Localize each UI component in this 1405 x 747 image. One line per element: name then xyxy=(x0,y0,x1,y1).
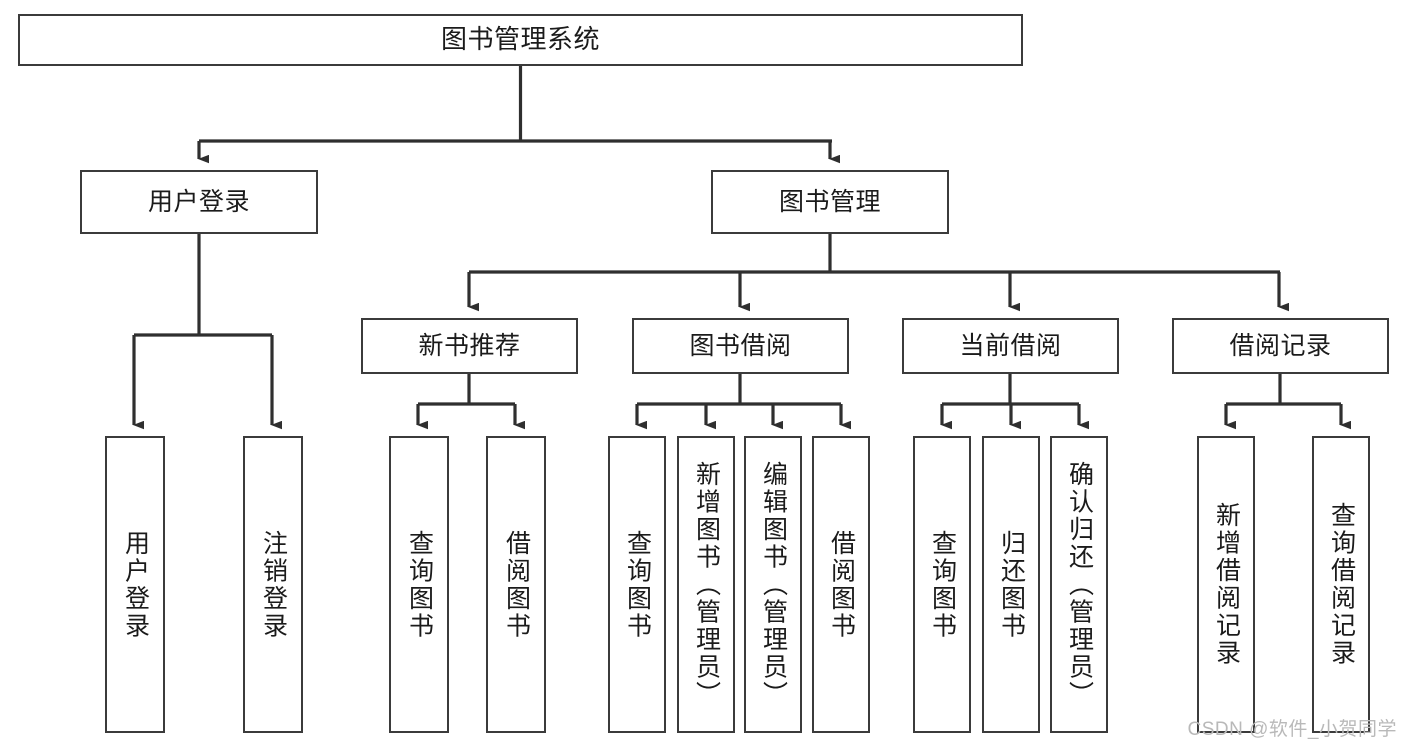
node-leaf-query-record[interactable]: 查询借阅记录 xyxy=(1312,436,1370,733)
node-leaf-confirm-return-label: 确认归还（管理员） xyxy=(1065,460,1094,709)
node-book-borrow[interactable]: 图书借阅 xyxy=(632,318,849,374)
node-leaf-borrow-book-1[interactable]: 借阅图书 xyxy=(486,436,546,733)
node-leaf-edit-book-label: 编辑图书（管理员） xyxy=(759,460,788,709)
node-book-manage-label: 图书管理 xyxy=(778,188,881,216)
node-leaf-borrow-book-2-label: 借阅图书 xyxy=(827,529,856,640)
node-leaf-query-book-3[interactable]: 查询图书 xyxy=(913,436,971,733)
node-leaf-add-record[interactable]: 新增借阅记录 xyxy=(1197,436,1255,733)
node-leaf-user-logout[interactable]: 注销登录 xyxy=(243,436,303,733)
node-leaf-user-logout-label: 注销登录 xyxy=(259,529,288,640)
node-borrow-record-label: 借阅记录 xyxy=(1229,332,1332,360)
node-leaf-query-book-2-label: 查询图书 xyxy=(623,529,652,640)
node-leaf-confirm-return[interactable]: 确认归还（管理员） xyxy=(1050,436,1108,733)
node-leaf-borrow-book-2[interactable]: 借阅图书 xyxy=(812,436,870,733)
node-user-login[interactable]: 用户登录 xyxy=(80,170,318,234)
node-current-borrow[interactable]: 当前借阅 xyxy=(902,318,1119,374)
node-leaf-user-login-label: 用户登录 xyxy=(121,529,150,640)
node-leaf-return-book[interactable]: 归还图书 xyxy=(982,436,1040,733)
node-user-login-label: 用户登录 xyxy=(147,188,250,216)
node-leaf-return-book-label: 归还图书 xyxy=(997,529,1026,640)
node-leaf-user-login[interactable]: 用户登录 xyxy=(105,436,165,733)
node-leaf-query-book-1[interactable]: 查询图书 xyxy=(389,436,449,733)
node-new-book-recommend[interactable]: 新书推荐 xyxy=(361,318,578,374)
node-leaf-query-book-3-label: 查询图书 xyxy=(928,529,957,640)
node-book-borrow-label: 图书借阅 xyxy=(689,332,792,360)
node-leaf-add-book[interactable]: 新增图书（管理员） xyxy=(677,436,735,733)
node-leaf-add-record-label: 新增借阅记录 xyxy=(1212,502,1241,667)
node-leaf-borrow-book-1-label: 借阅图书 xyxy=(502,529,531,640)
node-new-book-recommend-label: 新书推荐 xyxy=(418,332,521,360)
node-book-manage[interactable]: 图书管理 xyxy=(711,170,949,234)
node-root[interactable]: 图书管理系统 xyxy=(18,14,1023,66)
watermark: CSDN @软件_小贺同学 xyxy=(1187,719,1397,740)
node-leaf-add-book-label: 新增图书（管理员） xyxy=(692,460,721,709)
node-leaf-query-record-label: 查询借阅记录 xyxy=(1327,502,1356,667)
node-leaf-edit-book[interactable]: 编辑图书（管理员） xyxy=(744,436,802,733)
node-borrow-record[interactable]: 借阅记录 xyxy=(1172,318,1389,374)
node-leaf-query-book-1-label: 查询图书 xyxy=(405,529,434,640)
node-root-label: 图书管理系统 xyxy=(440,24,600,55)
node-current-borrow-label: 当前借阅 xyxy=(959,332,1062,360)
node-leaf-query-book-2[interactable]: 查询图书 xyxy=(608,436,666,733)
